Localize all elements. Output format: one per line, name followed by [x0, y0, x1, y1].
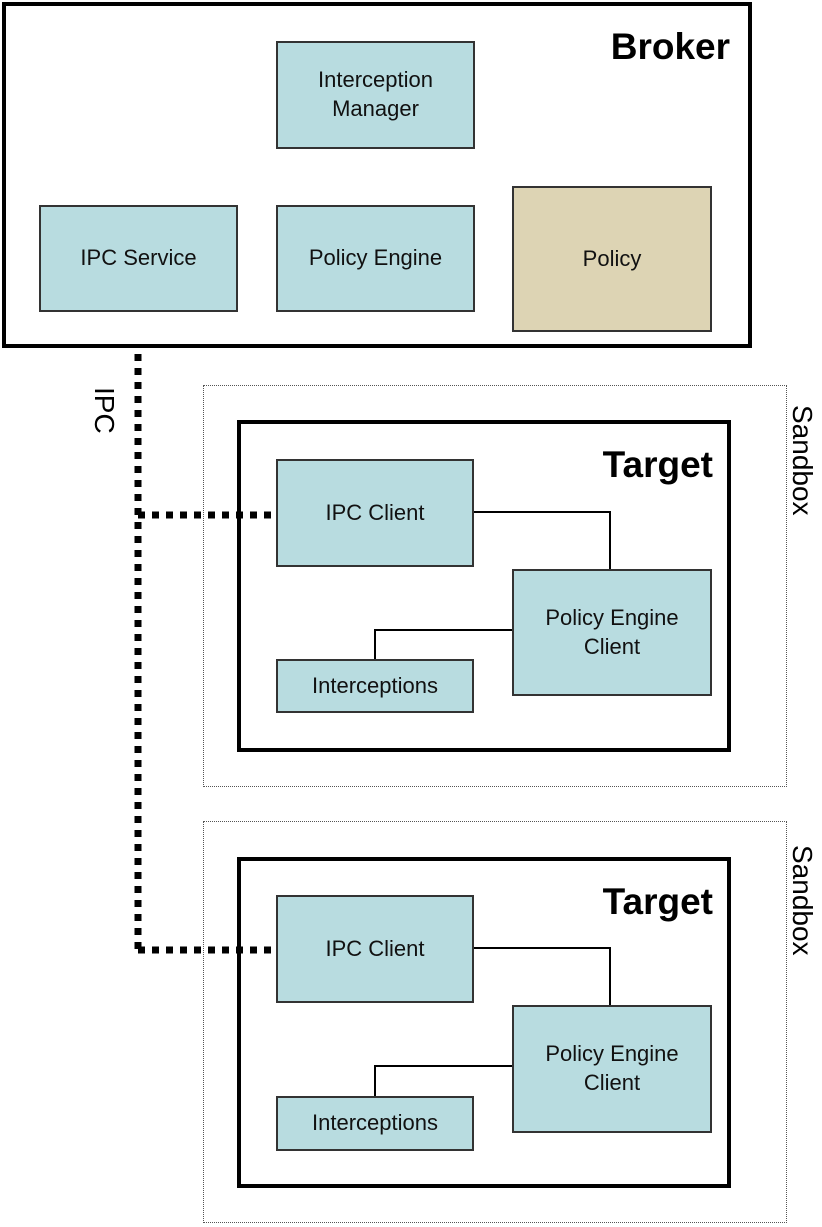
target-container-1: Target: [237, 420, 731, 752]
ipc-client-box-1: IPC Client: [276, 459, 474, 567]
connector-interceptions-pe-client-2: [374, 1065, 512, 1096]
connector-ipc-client-pe-client-1: [474, 511, 611, 569]
policy-engine-client-box-2: Policy Engine Client: [512, 1005, 712, 1133]
target-title-2: Target: [602, 881, 713, 922]
interceptions-box-2: Interceptions: [276, 1096, 474, 1151]
sandbox-label-1: Sandbox: [787, 405, 818, 516]
interceptions-box-1: Interceptions: [276, 659, 474, 713]
interception-manager-box: Interception Manager: [276, 41, 475, 149]
connector-ipc-client-pe-client-2: [474, 947, 611, 1005]
policy-engine-client-box-1: Policy Engine Client: [512, 569, 712, 696]
sandbox-container-1: [203, 385, 787, 787]
sandbox-container-2: [203, 821, 787, 1223]
ipc-client-box-2: IPC Client: [276, 895, 474, 1003]
policy-engine-box: Policy Engine: [276, 205, 475, 312]
policy-box: Policy: [512, 186, 712, 332]
ipc-label: IPC: [89, 387, 120, 434]
ipc-service-box: IPC Service: [39, 205, 238, 312]
connector-interceptions-pe-client-1: [374, 629, 512, 659]
target-title-1: Target: [602, 444, 713, 485]
target-container-2: Target: [237, 857, 731, 1188]
sandbox-label-2: Sandbox: [787, 845, 818, 956]
broker-title: Broker: [610, 26, 730, 67]
